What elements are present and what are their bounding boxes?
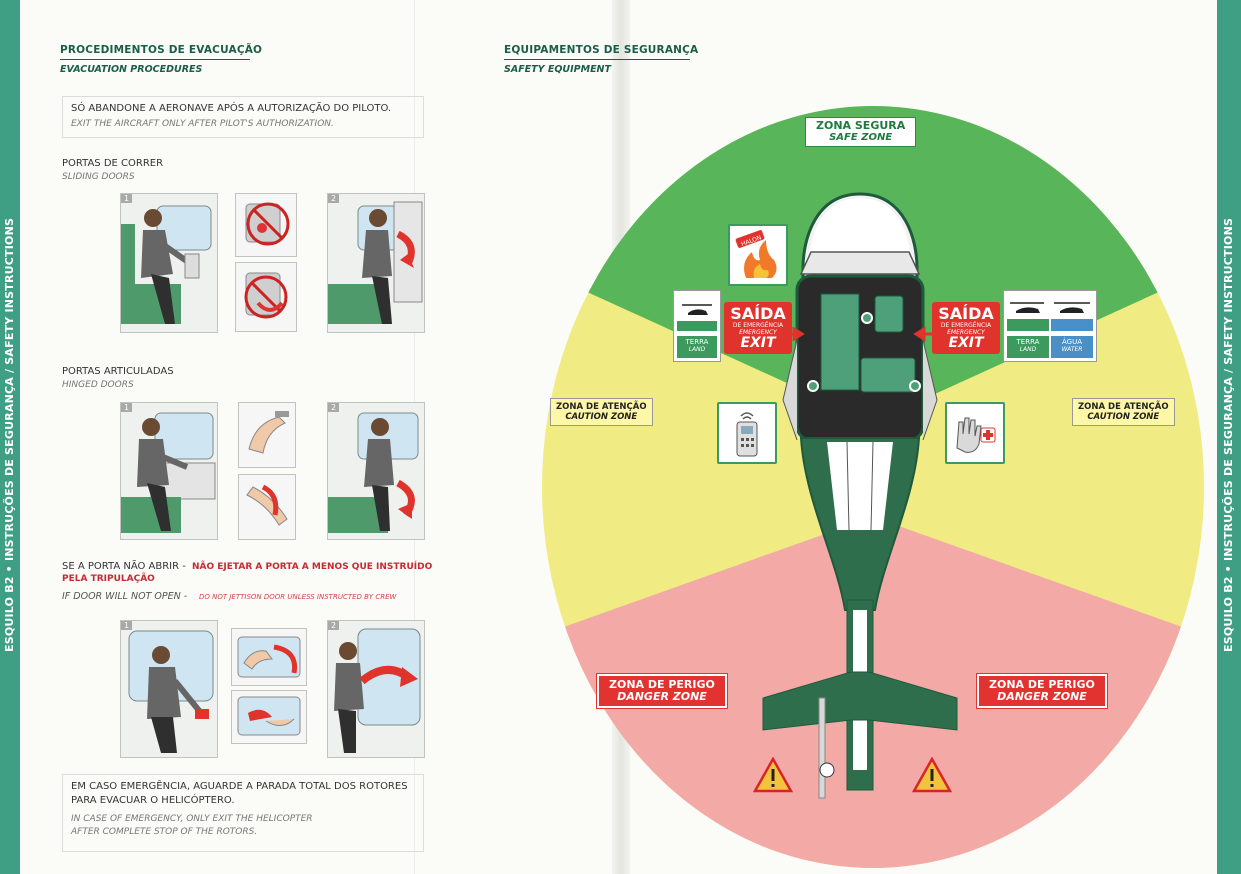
- exit-arrow-left-icon: [784, 327, 805, 341]
- evacuation-title-en: EVACUATION PROCEDURES: [60, 64, 203, 75]
- safe-zone-label-en: SAFE ZONE: [829, 132, 893, 143]
- title-underline: [60, 59, 250, 60]
- exit-sign-en: EXIT: [740, 335, 776, 351]
- step-number: 1: [121, 194, 133, 203]
- first-aid-icon: [956, 417, 996, 453]
- danger-zone-label-right: ZONA DE PERIGO DANGER ZONE: [976, 673, 1108, 709]
- exit-sign-sub-pt: DE EMERGÊNCIA: [732, 322, 784, 329]
- safety-equipment-title-pt: EQUIPAMENTOS DE SEGURANÇA: [504, 44, 699, 56]
- radio-beacon-icon: [736, 412, 758, 457]
- exit-arrow-right-icon: [913, 327, 934, 341]
- fire-extinguisher-icon: HALON: [735, 230, 777, 278]
- sliding-door-step1-illustration: 1: [120, 193, 218, 333]
- danger-zone-label-en: DANGER ZONE: [617, 690, 707, 703]
- hinged-door-step2-illustration: 2: [327, 402, 425, 540]
- caution-zone-label-left: ZONA DE ATENÇÃO CAUTION ZONE: [550, 398, 653, 426]
- sliding-doors-title-pt: PORTAS DE CORRER: [62, 158, 164, 169]
- rotor-stop-text-pt-1: EM CASO EMERGÊNCIA, AGUARDE A PARADA TOT…: [71, 781, 408, 792]
- intro-text-pt: SÓ ABANDONE A AERONAVE APÓS A AUTORIZAÇÃ…: [71, 103, 392, 114]
- step-number: 1: [121, 403, 133, 412]
- sliding-door-step2-illustration: 2: [327, 193, 425, 333]
- helicopter-land-water-icon: [1007, 302, 1093, 331]
- left-spine-text: ESQUILO B2 • INSTRUÇÕES DE SEGURANÇA / S…: [3, 217, 16, 652]
- helicopter-top-view: [762, 192, 958, 799]
- exit-sign-en: EXIT: [948, 335, 984, 351]
- safety-equipment-title-en: SAFETY EQUIPMENT: [504, 64, 611, 75]
- water-label-en: WATER: [1061, 346, 1083, 353]
- exit-sign-pt: SAÍDA: [938, 304, 994, 323]
- landing-land-water-card-right: TERRA LAND ÁGUA WATER: [1003, 290, 1097, 362]
- door-warning-pt-c: PELA TRIPULAÇÃO: [62, 574, 155, 584]
- jettison-step1-illustration: 1: [120, 620, 218, 758]
- rotor-stop-text-en-2: AFTER COMPLETE STOP OF THE ROTORS.: [71, 827, 258, 837]
- hinged-door-handle-detail-b: [238, 474, 296, 540]
- caution-zone-label-right: ZONA DE ATENÇÃO CAUTION ZONE: [1072, 398, 1175, 426]
- exit-sign-pt: SAÍDA: [730, 304, 786, 323]
- land-label: TERRA LAND: [677, 336, 717, 358]
- evacuation-title-pt: PROCEDIMENTOS DE EVACUAÇÃO: [60, 44, 263, 56]
- rotor-stop-text-pt-2: PARA EVACUAR O HELICÓPTERO.: [71, 795, 235, 806]
- land-label-en: LAND: [688, 346, 706, 353]
- jettison-handle-detail-a: [231, 628, 307, 686]
- exit-sign-sub-en: EMERGENCY: [739, 329, 777, 336]
- step-number: 2: [328, 194, 340, 203]
- warning-triangle-icon: [912, 757, 952, 793]
- emergency-locator-card: [717, 402, 777, 464]
- step-number: 2: [328, 621, 340, 630]
- pilot-authorization-box: [62, 96, 424, 138]
- emergency-exit-sign-right: SAÍDA DE EMERGÊNCIA EMERGENCY EXIT: [932, 302, 1000, 354]
- exit-sign-sub-en: EMERGENCY: [947, 329, 985, 336]
- halon-extinguisher-card: HALON: [728, 224, 788, 286]
- land-label: TERRA LAND: [1007, 336, 1049, 358]
- land-label-pt: TERRA: [685, 338, 709, 346]
- title-underline: [504, 59, 690, 60]
- hinged-doors-title-pt: PORTAS ARTICULADAS: [62, 366, 174, 377]
- danger-zone-label-en: DANGER ZONE: [997, 690, 1087, 703]
- door-warning-pt-a: SE A PORTA NÃO ABRIR -: [62, 561, 186, 572]
- danger-zone-label-pt: ZONA DE PERIGO: [609, 678, 715, 691]
- caution-zone-label-pt: ZONA DE ATENÇÃO: [556, 402, 647, 412]
- danger-zone-label-left: ZONA DE PERIGO DANGER ZONE: [596, 673, 728, 709]
- first-aid-card: [945, 402, 1005, 464]
- jettison-handle-detail-b: [231, 690, 307, 744]
- sliding-door-handle-detail-a: [235, 193, 297, 257]
- right-spine-band: [1217, 0, 1241, 874]
- hinged-doors-title-en: HINGED DOORS: [62, 380, 134, 390]
- emergency-exit-sign-left: SAÍDA DE EMERGÊNCIA EMERGENCY EXIT: [724, 302, 792, 354]
- intro-text-en: EXIT THE AIRCRAFT ONLY AFTER PILOT'S AUT…: [71, 119, 334, 129]
- water-label-pt: ÁGUA: [1061, 338, 1082, 346]
- left-spine-band: [0, 0, 20, 874]
- caution-zone-label-en: CAUTION ZONE: [1087, 412, 1160, 422]
- step-number: 1: [121, 621, 133, 630]
- exit-sign-sub-pt: DE EMERGÊNCIA: [940, 322, 992, 329]
- door-warning-en-b: DO NOT JETTISON DOOR UNLESS INSTRUCTED B…: [199, 593, 397, 601]
- helicopter-land-icon: [677, 304, 717, 331]
- rotor-stop-box: [62, 774, 424, 852]
- land-label-pt: TERRA: [1016, 338, 1040, 346]
- caution-zone-label-pt: ZONA DE ATENÇÃO: [1078, 402, 1169, 412]
- warning-triangle-icon: [753, 757, 793, 793]
- danger-zone-label-pt: ZONA DE PERIGO: [989, 678, 1095, 691]
- land-label-en: LAND: [1019, 346, 1037, 353]
- water-label: ÁGUA WATER: [1051, 336, 1093, 358]
- landing-land-card-left: TERRA LAND: [673, 290, 721, 362]
- rotor-stop-text-en-1: IN CASE OF EMERGENCY, ONLY EXIT THE HELI…: [71, 814, 313, 824]
- step-number: 2: [328, 403, 340, 412]
- hinged-door-handle-detail-a: [238, 402, 296, 468]
- door-warning-en-a: IF DOOR WILL NOT OPEN -: [62, 591, 188, 602]
- caution-zone-label-en: CAUTION ZONE: [565, 412, 638, 422]
- safe-zone-label-pt: ZONA SEGURA: [816, 119, 906, 132]
- right-spine-text: ESQUILO B2 • INSTRUÇÕES DE SEGURANÇA / S…: [1222, 217, 1235, 652]
- safe-zone-label: ZONA SEGURA SAFE ZONE: [805, 117, 917, 147]
- sliding-door-handle-detail-b: [235, 262, 297, 332]
- sliding-doors-title-en: SLIDING DOORS: [62, 172, 135, 182]
- hinged-door-step1-illustration: 1: [120, 402, 218, 540]
- door-warning-pt-b: NÃO EJETAR A PORTA A MENOS QUE INSTRUÍDO: [192, 562, 433, 572]
- jettison-step2-illustration: 2: [327, 620, 425, 758]
